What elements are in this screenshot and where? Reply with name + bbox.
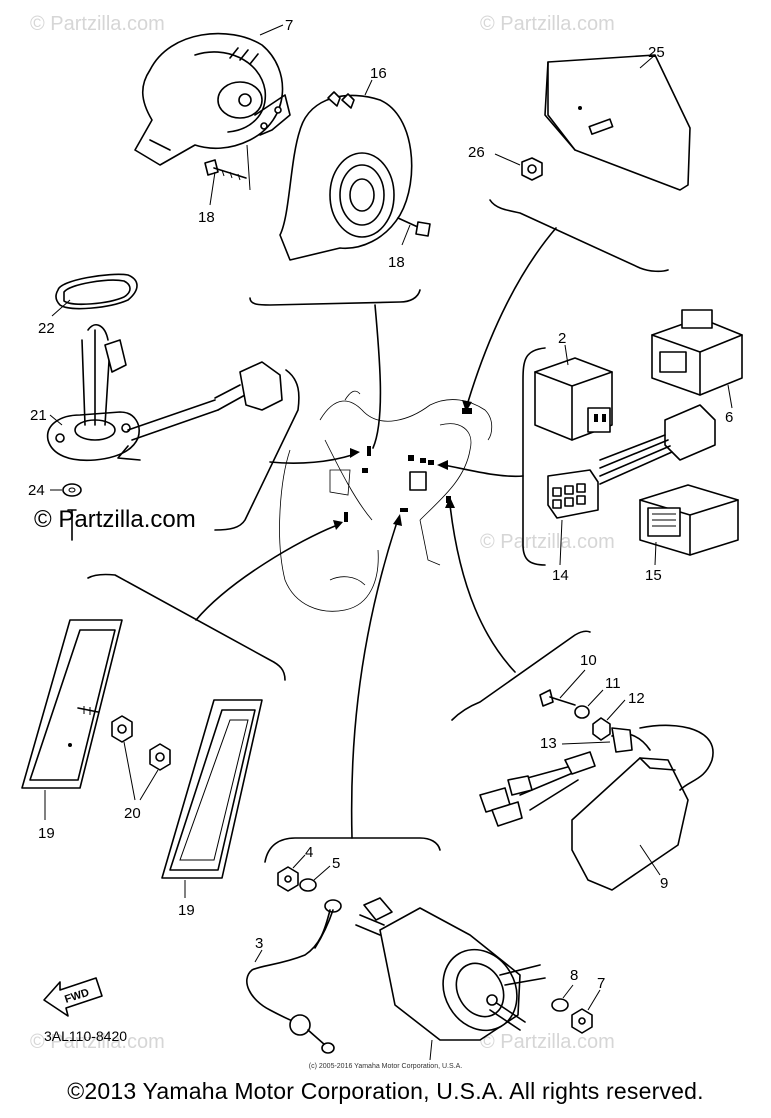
part-reflector-19b[interactable] xyxy=(161,699,263,879)
part-screw-23[interactable] xyxy=(67,509,77,541)
part-horn-7[interactable] xyxy=(134,32,291,166)
watermark-top-left: © Partzilla.com xyxy=(30,13,165,35)
part-bolt-18a[interactable] xyxy=(204,159,247,181)
partzilla-watermark: © Partzilla.com xyxy=(34,506,196,534)
callout-7a: 7 xyxy=(285,17,293,34)
callout-9: 9 xyxy=(660,875,668,892)
part-horn-16[interactable] xyxy=(279,91,413,261)
callout-12: 12 xyxy=(628,690,645,707)
callout-6: 6 xyxy=(725,409,733,426)
callout-20: 20 xyxy=(124,805,141,822)
callout-25: 25 xyxy=(648,44,665,61)
callout-8: 8 xyxy=(570,967,578,984)
part-reflector-19a[interactable] xyxy=(21,619,123,789)
part-relay-2[interactable] xyxy=(534,357,613,441)
part-washer-5[interactable] xyxy=(299,878,317,892)
callout-2: 2 xyxy=(558,330,566,347)
part-washer-24[interactable] xyxy=(62,483,82,497)
callout-7b: 7 xyxy=(597,975,605,992)
copyright-icon: © xyxy=(34,506,52,533)
part-bolt-10[interactable] xyxy=(539,689,576,707)
part-gasket-22[interactable] xyxy=(55,273,138,310)
diagram-code: 3AL110-8420 xyxy=(44,1028,128,1044)
part-nut-26[interactable] xyxy=(521,157,543,181)
callout-18a: 18 xyxy=(198,209,215,226)
watermark-top-right: © Partzilla.com xyxy=(480,13,615,35)
callout-13: 13 xyxy=(540,735,557,752)
part-bolt-18b[interactable] xyxy=(397,217,431,237)
small-copyright: (c) 2005-2016 Yamaha Motor Corporation, … xyxy=(308,1063,463,1070)
part-washer-11[interactable] xyxy=(574,705,590,719)
watermark-mid-right: © Partzilla.com xyxy=(480,531,615,553)
watermark-bottom-left: © Partzilla.com xyxy=(30,1031,165,1053)
motorcycle-outline xyxy=(279,390,493,612)
part-nut-12[interactable] xyxy=(592,717,611,741)
callout-4: 4 xyxy=(305,844,313,861)
part-starter-relay[interactable] xyxy=(355,897,546,1044)
part-nut-4[interactable] xyxy=(277,866,299,892)
part-washer-8[interactable] xyxy=(551,998,569,1012)
callout-11: 11 xyxy=(605,675,621,692)
callout-19b: 19 xyxy=(178,902,195,919)
part-unit-15[interactable] xyxy=(639,484,739,556)
partzilla-watermark-text: Partzilla.com xyxy=(58,506,196,533)
callout-18b: 18 xyxy=(388,254,405,271)
callout-19a: 19 xyxy=(38,825,55,842)
part-nut-7[interactable] xyxy=(571,1008,593,1034)
part-coupler-14[interactable] xyxy=(547,404,716,519)
part-rectifier-9[interactable] xyxy=(479,724,714,891)
callout-24: 24 xyxy=(28,482,45,499)
callout-15: 15 xyxy=(645,567,662,584)
part-nuts-20[interactable] xyxy=(111,715,171,771)
callout-14: 14 xyxy=(552,567,569,584)
callout-10: 10 xyxy=(580,652,597,669)
callout-3: 3 xyxy=(255,935,263,952)
callout-16: 16 xyxy=(370,65,387,82)
callout-26: 26 xyxy=(468,144,485,161)
footer-copyright: ©2013 Yamaha Motor Corporation, U.S.A. A… xyxy=(67,1078,704,1104)
watermark-bottom-right: © Partzilla.com xyxy=(480,1031,615,1053)
fwd-arrow-icon: FWD xyxy=(43,977,103,1017)
callout-21: 21 xyxy=(30,407,47,424)
callout-5: 5 xyxy=(332,855,340,872)
part-relay-6[interactable] xyxy=(651,309,743,396)
part-lead-3[interactable] xyxy=(246,899,342,1054)
faint-watermarks: © Partzilla.com © Partzilla.com © Partzi… xyxy=(30,13,615,1053)
callout-22: 22 xyxy=(38,320,55,337)
part-reflector-25[interactable] xyxy=(544,54,691,191)
part-fuel-sender-21[interactable] xyxy=(46,324,283,462)
